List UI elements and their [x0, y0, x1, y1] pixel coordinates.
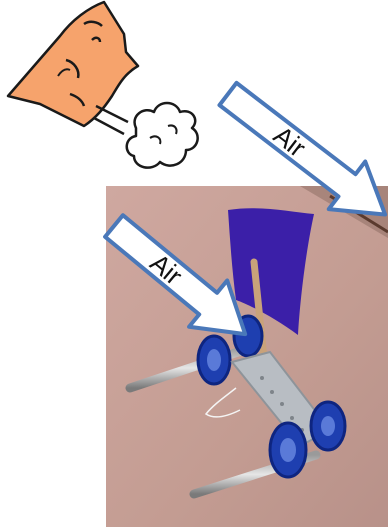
face-blowing-icon	[8, 2, 138, 126]
puff-cloud-icon	[127, 103, 198, 168]
